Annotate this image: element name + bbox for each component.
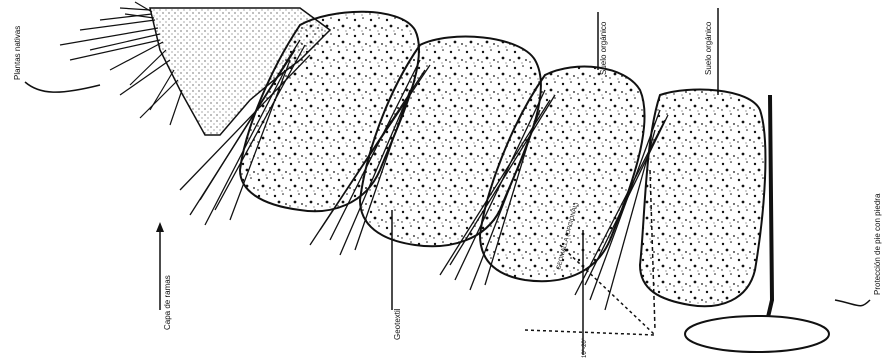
toe-stone xyxy=(685,316,829,352)
label-plantas-nativas: Plantas nativas xyxy=(13,26,22,80)
soil-lift-4 xyxy=(640,90,765,307)
label-suelo-organico-2: Suelo orgánico xyxy=(704,21,713,75)
label-proteccion: Protección de pie con piedra xyxy=(873,193,882,295)
capa-arrow-head xyxy=(156,222,164,232)
label-suelo-organico-1: Suelo orgánico xyxy=(599,21,608,75)
label-geotextil: Geotextil xyxy=(393,308,402,340)
geotextile-face xyxy=(765,95,772,330)
label-capa-de-ramas: Capa de ramas xyxy=(163,275,172,330)
label-pendiente: 10°-20° xyxy=(582,337,588,358)
